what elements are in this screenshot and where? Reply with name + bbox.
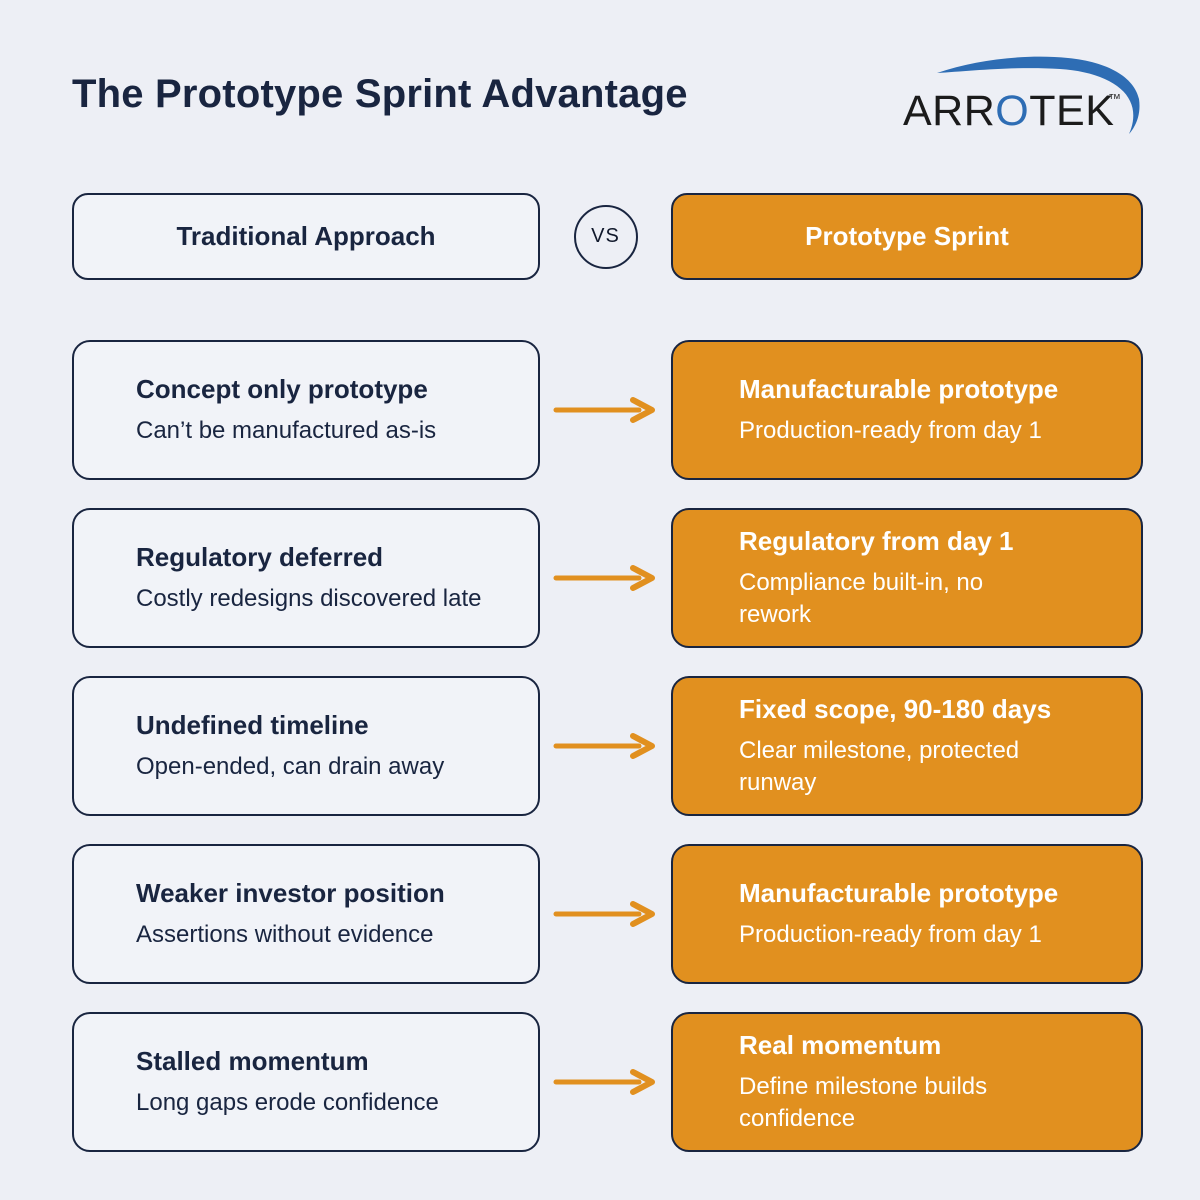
comparison-row: Stalled momentum Long gaps erode confide…	[72, 1012, 1143, 1152]
arrow-cell	[540, 1012, 671, 1152]
card-title: Real momentum	[739, 1030, 942, 1061]
right-arrow-icon	[553, 1069, 655, 1095]
traditional-card: Concept only prototype Can’t be manufact…	[72, 340, 540, 480]
sprint-card: Fixed scope, 90-180 days Clear milestone…	[671, 676, 1143, 816]
right-arrow-icon	[553, 901, 655, 927]
card-title: Stalled momentum	[136, 1045, 369, 1076]
logo-wordmark: ARROTEK	[903, 87, 1114, 135]
comparison-row: Regulatory deferred Costly redesigns dis…	[72, 508, 1143, 648]
card-desc: Long gaps erode confidence	[136, 1088, 439, 1116]
card-title: Weaker investor position	[136, 877, 445, 908]
card-title: Undefined timeline	[136, 709, 369, 740]
card-title: Concept only prototype	[136, 373, 428, 404]
card-desc: Production-ready from day 1	[739, 416, 1042, 444]
card-title: Manufacturable prototype	[739, 877, 1059, 908]
right-arrow-icon	[553, 565, 655, 591]
card-desc: Compliance built-in, no rework	[739, 569, 984, 628]
traditional-card: Regulatory deferred Costly redesigns dis…	[72, 508, 540, 648]
right-arrow-icon	[553, 733, 655, 759]
comparison-row: Undefined timeline Open-ended, can drain…	[72, 676, 1143, 816]
traditional-card: Stalled momentum Long gaps erode confide…	[72, 1012, 540, 1152]
prototype-sprint-header: Prototype Sprint	[671, 193, 1143, 280]
page-title: The Prototype Sprint Advantage	[72, 72, 688, 116]
header-row: Traditional Approach VS Prototype Sprint	[72, 193, 1143, 280]
card-desc: Clear milestone, protected runway	[739, 737, 1020, 796]
logo-trademark: ™	[1108, 91, 1121, 106]
comparison-table: Traditional Approach VS Prototype Sprint…	[72, 193, 1143, 1180]
card-title: Fixed scope, 90-180 days	[739, 694, 1052, 725]
card-desc: Production-ready from day 1	[739, 920, 1042, 948]
vs-cell: VS	[540, 193, 671, 280]
sprint-card: Manufacturable prototype Production-read…	[671, 844, 1143, 984]
traditional-approach-header: Traditional Approach	[72, 193, 540, 280]
sprint-card: Real momentum Define milestone builds co…	[671, 1012, 1143, 1152]
vs-badge: VS	[573, 204, 638, 269]
traditional-card: Undefined timeline Open-ended, can drain…	[72, 676, 540, 816]
arrow-cell	[540, 508, 671, 648]
arrow-cell	[540, 676, 671, 816]
card-desc: Open-ended, can drain away	[136, 752, 445, 780]
sprint-card: Manufacturable prototype Production-read…	[671, 340, 1143, 480]
card-desc: Assertions without evidence	[136, 920, 434, 948]
card-title: Manufacturable prototype	[739, 373, 1059, 404]
card-desc: Define milestone builds confidence	[739, 1073, 988, 1132]
traditional-card: Weaker investor position Assertions with…	[72, 844, 540, 984]
card-title: Regulatory from day 1	[739, 526, 1014, 557]
arrow-cell	[540, 340, 671, 480]
comparison-row: Weaker investor position Assertions with…	[72, 844, 1143, 984]
card-desc: Can’t be manufactured as-is	[136, 416, 437, 444]
comparison-row: Concept only prototype Can’t be manufact…	[72, 340, 1143, 480]
right-arrow-icon	[553, 397, 655, 423]
card-desc: Costly redesigns discovered late	[136, 584, 482, 612]
sprint-card: Regulatory from day 1 Compliance built-i…	[671, 508, 1143, 648]
arrow-cell	[540, 844, 671, 984]
arrotek-logo: ARROTEK ™	[903, 56, 1140, 135]
card-title: Regulatory deferred	[136, 541, 384, 572]
